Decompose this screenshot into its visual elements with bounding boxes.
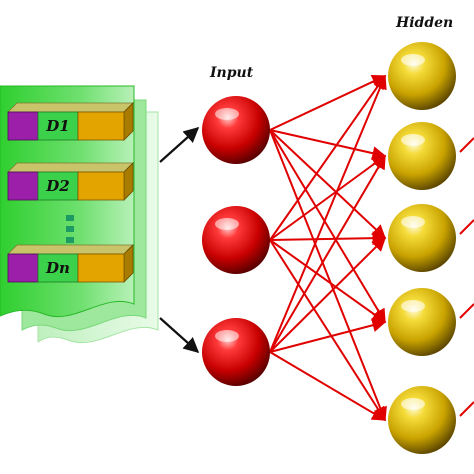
hidden-node: [388, 122, 456, 190]
input-node: [202, 318, 270, 386]
record-segment-purple: [7, 171, 39, 201]
record-segment-purple: [7, 253, 39, 283]
outgoing-connection: [459, 401, 474, 417]
record-label: Dn: [45, 259, 70, 277]
connection-arrow: [269, 129, 387, 422]
connection-arrow: [269, 318, 387, 353]
connection-arrow: [269, 351, 387, 421]
hidden-node-highlight: [401, 54, 425, 66]
hidden-node-highlight: [401, 398, 425, 410]
hidden-node-sphere: [388, 204, 456, 272]
hidden-node-sphere: [388, 386, 456, 454]
record-segment-orange: [77, 253, 125, 283]
hidden-node-sphere: [388, 122, 456, 190]
record-label: D2: [45, 177, 69, 195]
pointer-arrow-top: [159, 126, 200, 163]
data-record: D1: [7, 102, 134, 141]
nodes-layer: [202, 42, 456, 454]
input-node-highlight: [215, 108, 239, 120]
outgoing-connection: [459, 303, 474, 319]
input-node-sphere: [202, 96, 270, 164]
input-node-sphere: [202, 206, 270, 274]
connection-arrow: [269, 74, 387, 353]
record-segment-purple: [7, 111, 39, 141]
input-node-highlight: [215, 218, 239, 230]
input-node: [202, 206, 270, 274]
connection-arrow: [269, 155, 387, 241]
record-segment-green: [37, 253, 79, 283]
connection-arrow: [269, 239, 387, 323]
input-layer-label: Input: [209, 65, 254, 81]
connection-arrow: [269, 237, 386, 353]
record-top-face: [7, 244, 134, 255]
outgoing-connection: [459, 137, 474, 153]
hidden-node: [388, 288, 456, 356]
record-top-face: [7, 102, 134, 113]
connection-arrow: [269, 129, 387, 161]
hidden-node: [388, 42, 456, 110]
connections-layer: [269, 74, 474, 422]
input-node-sphere: [202, 318, 270, 386]
record-top-face: [7, 162, 134, 173]
connection-arrow: [269, 154, 386, 353]
connection-arrow: [269, 239, 386, 422]
input-node-highlight: [215, 330, 239, 342]
record-label: D1: [45, 117, 69, 135]
record-segment-green: [37, 171, 79, 201]
hidden-node-highlight: [401, 300, 425, 312]
connection-arrow: [269, 129, 386, 324]
data-record: Dn: [7, 244, 134, 283]
data-record: D2: [7, 162, 134, 201]
hidden-node-highlight: [401, 134, 425, 146]
hidden-layer-label: Hidden: [395, 15, 453, 31]
hidden-node-sphere: [388, 288, 456, 356]
connection-arrow: [269, 74, 386, 241]
connection-arrow: [269, 75, 387, 131]
connection-arrow: [269, 129, 387, 239]
hidden-node: [388, 204, 456, 272]
record-segment-orange: [77, 111, 125, 141]
outgoing-connection: [459, 219, 474, 235]
ellipsis-dots: [66, 215, 74, 243]
record-segment-orange: [77, 171, 125, 201]
record-segment-green: [37, 111, 79, 141]
connection-arrow: [269, 231, 387, 246]
pointer-arrow-bottom: [159, 317, 200, 354]
hidden-node-highlight: [401, 216, 425, 228]
hidden-node: [388, 386, 456, 454]
pointer-arrows: [159, 126, 200, 354]
input-node: [202, 96, 270, 164]
hidden-node-sphere: [388, 42, 456, 110]
